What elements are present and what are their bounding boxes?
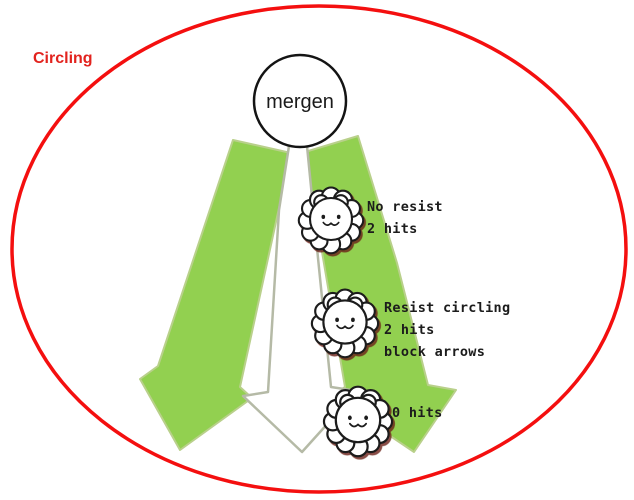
annotation-resist-circling: Resist circling 2 hits block arrows — [384, 297, 510, 363]
annotation-line: No resist — [367, 199, 443, 215]
mergen-circle — [252, 53, 348, 149]
annotation-no-resist: No resist 2 hits — [367, 196, 443, 240]
annotation-line: 2 hits — [367, 221, 418, 237]
circling-title: Circling — [33, 50, 93, 67]
annotation-zero-hits: 0 hits — [392, 402, 443, 424]
annotation-line: block arrows — [384, 344, 486, 360]
annotation-line: 0 hits — [392, 405, 443, 421]
circling-ellipse — [10, 4, 628, 494]
mergen-node: mergen — [252, 53, 348, 149]
annotation-line: 2 hits — [384, 322, 435, 338]
mergen-label: mergen — [266, 91, 334, 113]
annotation-line: Resist circling — [384, 300, 511, 316]
